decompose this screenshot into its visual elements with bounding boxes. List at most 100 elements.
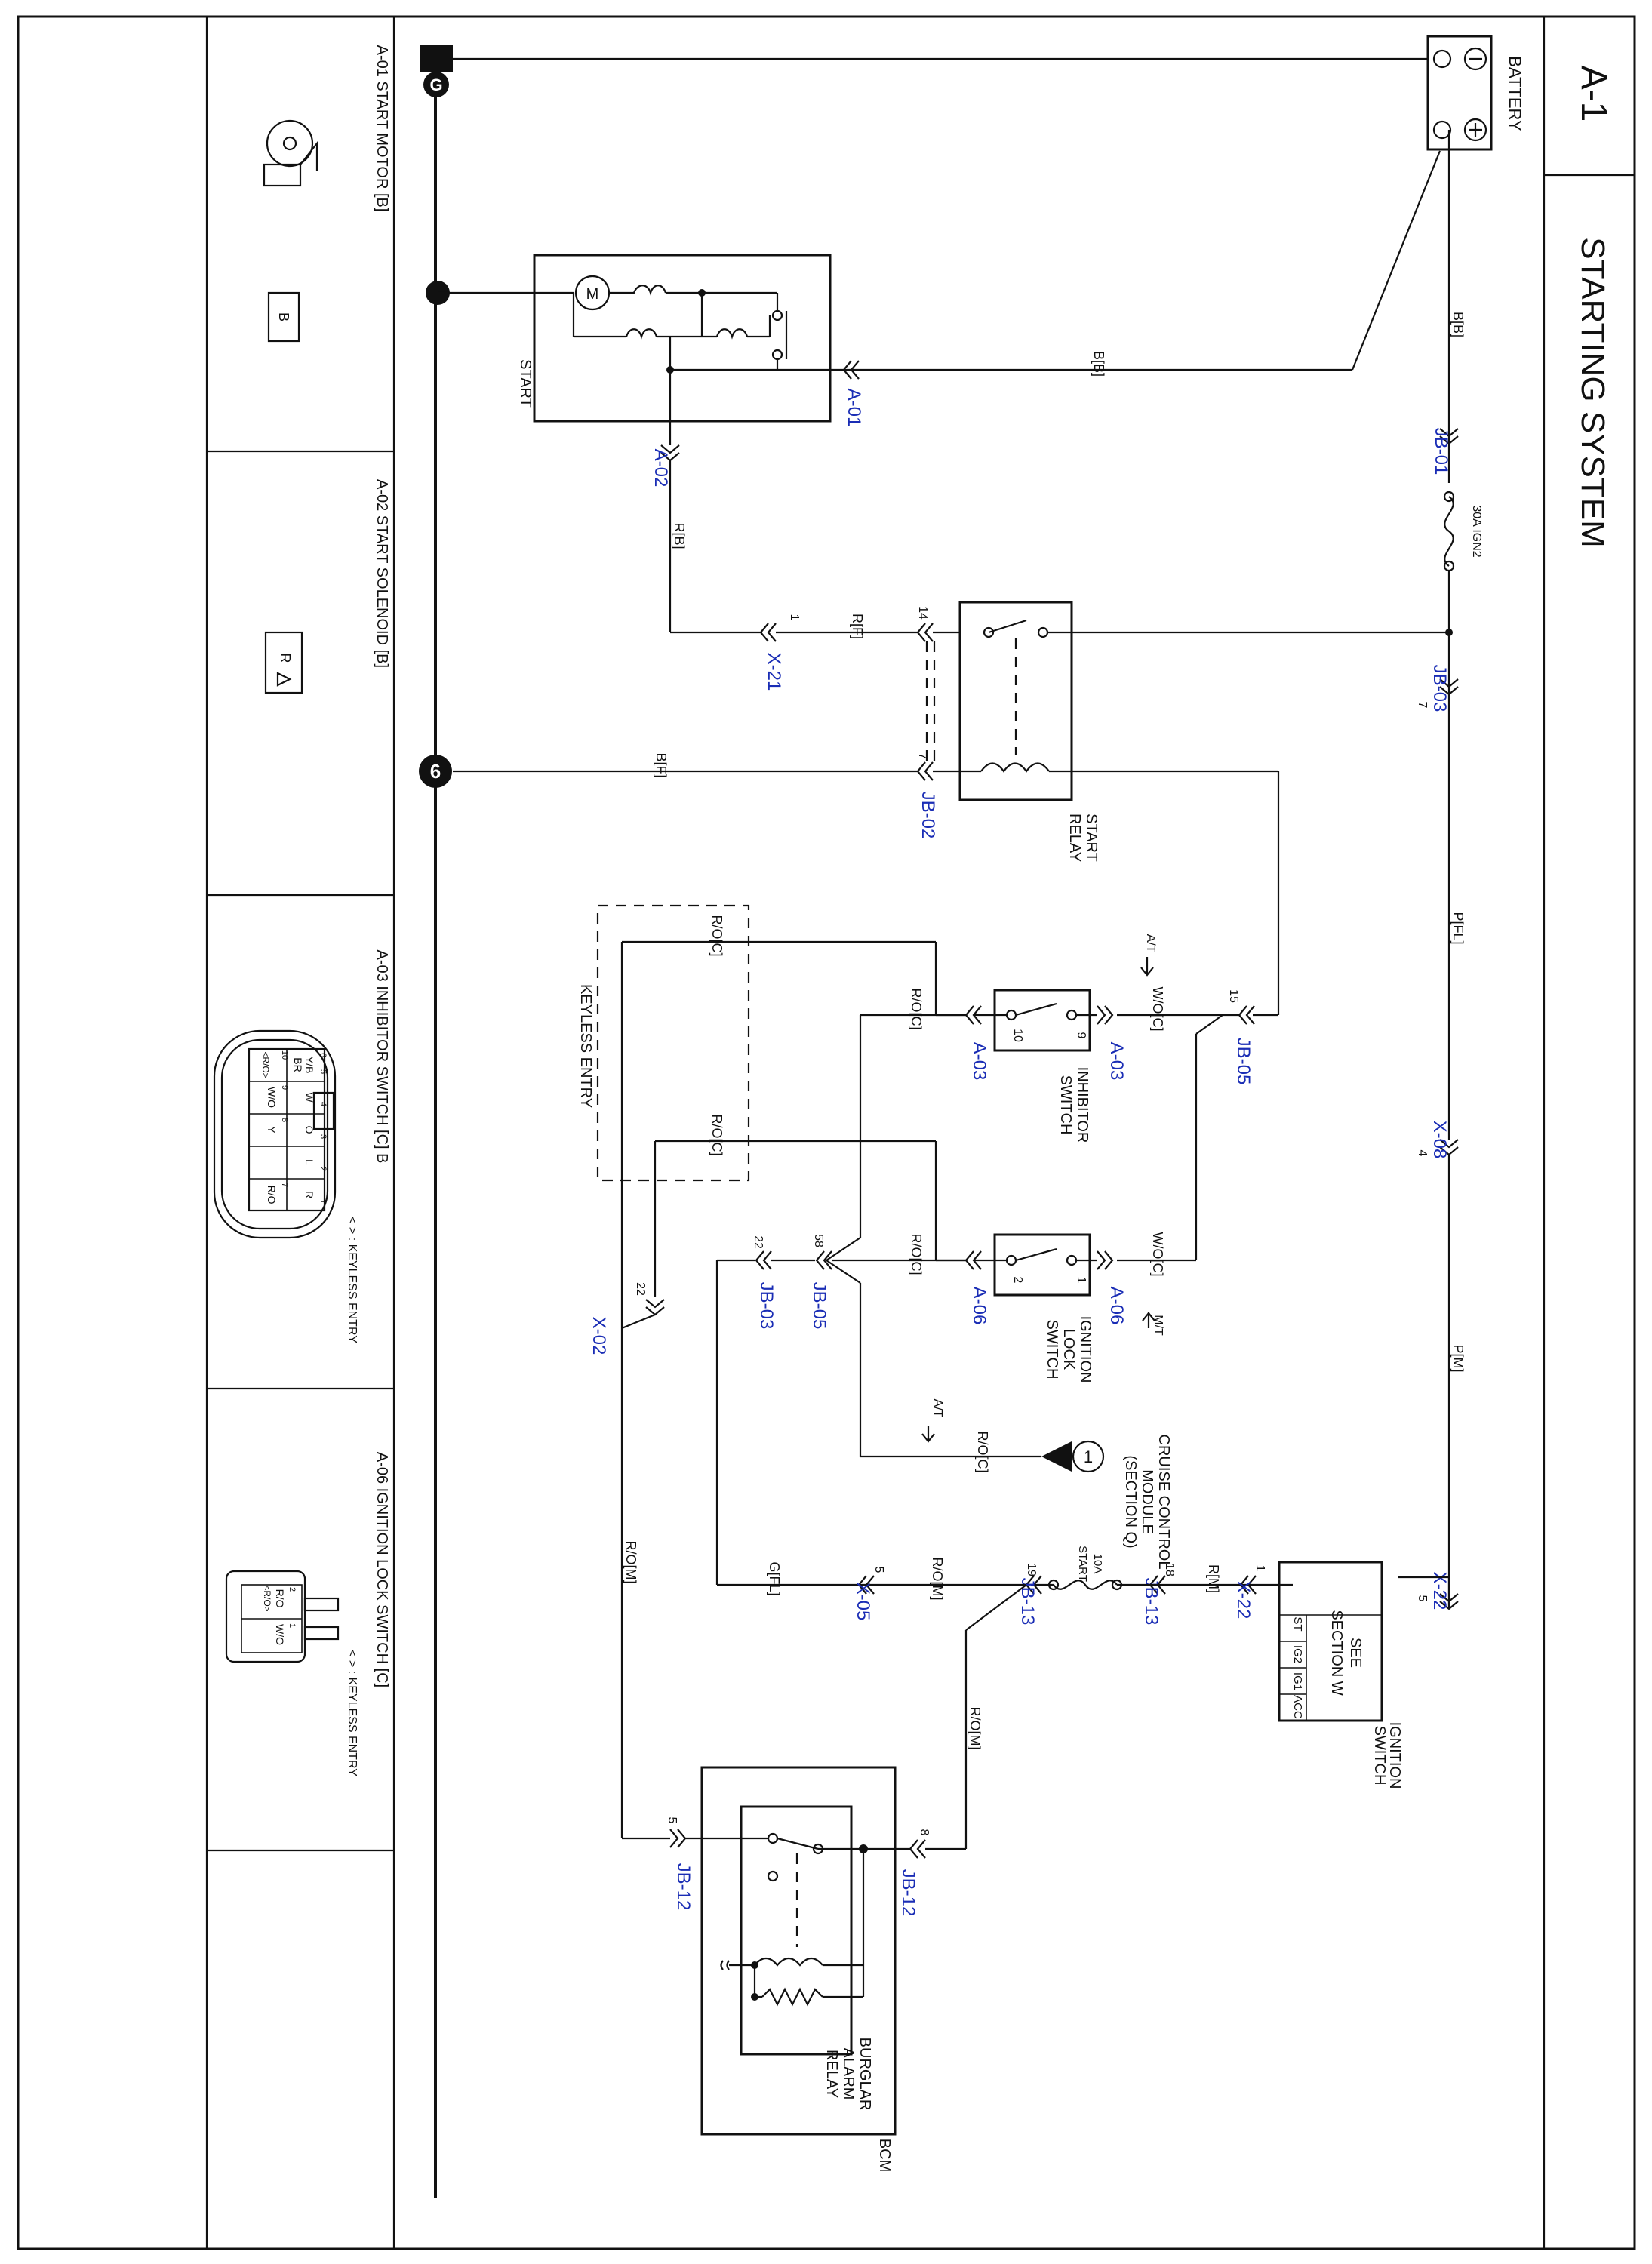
svg-text:START: START <box>1076 1546 1089 1582</box>
cruise-control-reference: 1 CRUISE CONTROL MODULE (SECTION Q) <box>1041 1435 1172 1570</box>
wire-label-r-m: R[M] <box>1206 1564 1221 1593</box>
svg-text:INHIBITOR: INHIBITOR <box>1074 1067 1091 1143</box>
svg-text:1: 1 <box>788 614 801 621</box>
svg-text:CRUISE CONTROL: CRUISE CONTROL <box>1155 1435 1172 1570</box>
svg-text:START: START <box>1083 814 1100 862</box>
wire-label-r-o-c-2: R/O[C] <box>709 1114 724 1155</box>
wire-label-w-o-c-1: W/O[C] <box>1150 987 1165 1032</box>
svg-text:4: 4 <box>318 1102 328 1106</box>
svg-text:1: 1 <box>1084 1447 1093 1466</box>
battery-to-motor-wire <box>1351 150 1441 371</box>
svg-text:2: 2 <box>288 1587 297 1592</box>
svg-text:SWITCH: SWITCH <box>1371 1726 1388 1786</box>
svg-text:9: 9 <box>280 1085 289 1090</box>
connector-x22-b <box>1239 1575 1257 1595</box>
svg-text:5: 5 <box>666 1817 678 1824</box>
wire-label-r-o-c-5: R/O[C] <box>975 1431 990 1472</box>
connector-jb03-label-b: JB-03 <box>756 1282 777 1330</box>
connector-x05 <box>857 1575 875 1595</box>
wire-label-b-b-1: B[B] <box>1450 312 1466 337</box>
wire-label-b-b-2: B[B] <box>1091 351 1106 377</box>
connector-jb12-b <box>669 1829 687 1848</box>
connector-a03-label-b: A-03 <box>969 1042 989 1081</box>
battery: BATTERY <box>1426 35 1524 151</box>
svg-text:W/O: W/O <box>274 1624 286 1645</box>
svg-text:IGNITION: IGNITION <box>1386 1722 1403 1789</box>
svg-text:14: 14 <box>916 606 929 620</box>
svg-text:2: 2 <box>1011 1277 1024 1284</box>
svg-text:BURGLAR: BURGLAR <box>857 2038 873 2111</box>
connector-a02-label: A-02 <box>651 449 671 488</box>
svg-text:7: 7 <box>916 753 929 760</box>
svg-text:58: 58 <box>812 1234 825 1247</box>
connector-a03-a <box>1097 1005 1114 1025</box>
svg-text:3: 3 <box>318 1134 328 1139</box>
svg-text:10: 10 <box>1011 1029 1024 1042</box>
svg-text:1: 1 <box>318 1199 328 1204</box>
svg-text:5: 5 <box>318 1069 328 1074</box>
svg-text:MODULE: MODULE <box>1139 1469 1155 1534</box>
connector-a06-label-b: A-06 <box>969 1287 989 1325</box>
sidebar-a02-pin: R <box>278 654 293 663</box>
svg-text:<R/O>: <R/O> <box>260 1051 271 1078</box>
svg-text:SWITCH: SWITCH <box>1057 1075 1074 1135</box>
sidebar-a03-title: A-03 INHIBITOR SWITCH [C] B <box>374 950 390 1164</box>
svg-text:W: W <box>303 1092 315 1103</box>
svg-text:R/O: R/O <box>274 1589 286 1608</box>
connector-jb05-a <box>1238 1005 1255 1025</box>
sidebar-a01-pin: B <box>276 312 291 321</box>
connector-a06-label-a: A-06 <box>1106 1287 1127 1325</box>
connector-jb02-a <box>916 623 934 642</box>
svg-text:IG2: IG2 <box>1291 1645 1304 1663</box>
svg-text:22: 22 <box>634 1282 647 1296</box>
connector-jb02-b <box>916 761 934 781</box>
svg-text:RELAY: RELAY <box>823 2050 840 2098</box>
connector-x02 <box>645 1299 665 1316</box>
svg-text:Y/B: Y/B <box>303 1057 315 1074</box>
svg-text:1: 1 <box>288 1623 297 1628</box>
svg-text:7: 7 <box>280 1183 289 1187</box>
wire-label-r-b: R[B] <box>672 522 687 549</box>
svg-text:LOCK: LOCK <box>1060 1329 1077 1370</box>
wire-label-p-fl: P[FL] <box>1450 912 1466 944</box>
connector-jb01-label: JB-01 <box>1431 428 1451 475</box>
svg-text:R/O: R/O <box>266 1186 278 1204</box>
ignition-lock-switch: 1 2 IGNITION LOCK SWITCH <box>964 1233 1114 1383</box>
battery-label: BATTERY <box>1506 56 1524 131</box>
connector-a01-label: A-01 <box>844 389 864 427</box>
fuse-10a <box>1053 1580 1118 1590</box>
start-motor-label: START <box>517 359 534 408</box>
wire-label-r-o-c-3: R/O[C] <box>909 988 924 1029</box>
wire-label-r-o-c-1: R/O[C] <box>709 915 724 956</box>
wire-label-r-o-m-3: R/O[M] <box>968 1707 983 1750</box>
svg-text:BR: BR <box>292 1057 304 1072</box>
svg-text:O: O <box>303 1126 315 1134</box>
inhibitor-switch: 9 10 INHIBITOR SWITCH <box>964 989 1114 1143</box>
svg-text:BCM: BCM <box>876 2139 893 2172</box>
svg-text:1: 1 <box>1254 1565 1266 1572</box>
svg-text:<R/O>: <R/O> <box>262 1585 272 1611</box>
connector-jb12-label-a: JB-12 <box>898 1869 918 1917</box>
svg-text:10A: 10A <box>1091 1554 1104 1574</box>
sidebar-a02-title: A-02 START SOLENOID [B] <box>374 479 390 668</box>
svg-text:8: 8 <box>918 1829 931 1836</box>
connector-x21 <box>759 623 777 642</box>
page-code: A-1 <box>1574 66 1614 122</box>
connector-x02-label: X-02 <box>589 1317 609 1355</box>
connector-jb03-a <box>1439 678 1459 696</box>
a02-pin-box <box>264 631 303 694</box>
svg-text:10: 10 <box>280 1050 289 1060</box>
svg-text:ACC: ACC <box>1291 1695 1304 1719</box>
connector-x08-label: X-08 <box>1429 1121 1450 1159</box>
connector-jb12-a <box>909 1839 926 1859</box>
sidebar-a01-title: A-01 START MOTOR [B] <box>374 45 390 212</box>
svg-text:5: 5 <box>872 1567 885 1573</box>
a02-triangle-icon <box>276 672 292 687</box>
svg-text:SEE: SEE <box>1347 1638 1364 1668</box>
connector-jb05-label-b: JB-05 <box>809 1282 829 1330</box>
svg-text:9: 9 <box>1075 1032 1087 1039</box>
svg-text:2: 2 <box>318 1167 328 1171</box>
connector-x21-label: X-21 <box>764 653 784 691</box>
svg-text:SWITCH: SWITCH <box>1044 1320 1060 1380</box>
